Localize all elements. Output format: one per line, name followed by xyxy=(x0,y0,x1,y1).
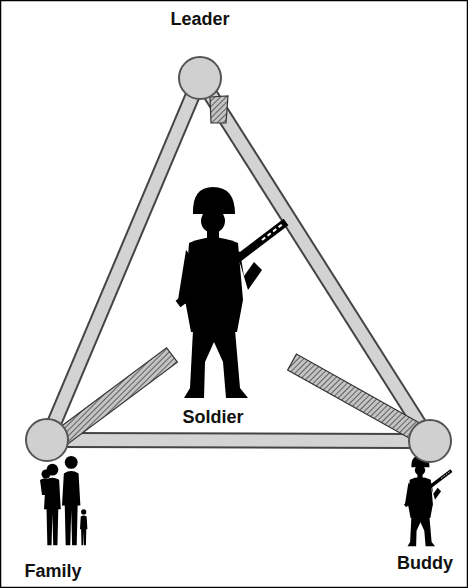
bar-fill xyxy=(65,434,412,447)
node-label: Family xyxy=(24,562,81,582)
junction-circle: Family xyxy=(25,418,69,462)
bar-outline xyxy=(54,95,193,424)
junction-circle: Leader xyxy=(178,56,222,100)
node-label: Buddy xyxy=(397,554,453,574)
family-figure xyxy=(40,456,87,545)
buddy-figure xyxy=(405,456,451,547)
hatched-strut xyxy=(57,348,178,444)
figure-label: Soldier xyxy=(182,408,243,428)
hatched-strut xyxy=(288,354,422,440)
bar-outline xyxy=(65,432,412,449)
support-bar xyxy=(54,95,193,424)
hatched-strut xyxy=(210,96,228,123)
node-label: Leader xyxy=(170,10,229,30)
junction-circle: Buddy xyxy=(408,419,452,463)
bar-fill xyxy=(54,95,193,424)
support-bar xyxy=(65,440,412,442)
soldier-figure xyxy=(178,187,286,398)
